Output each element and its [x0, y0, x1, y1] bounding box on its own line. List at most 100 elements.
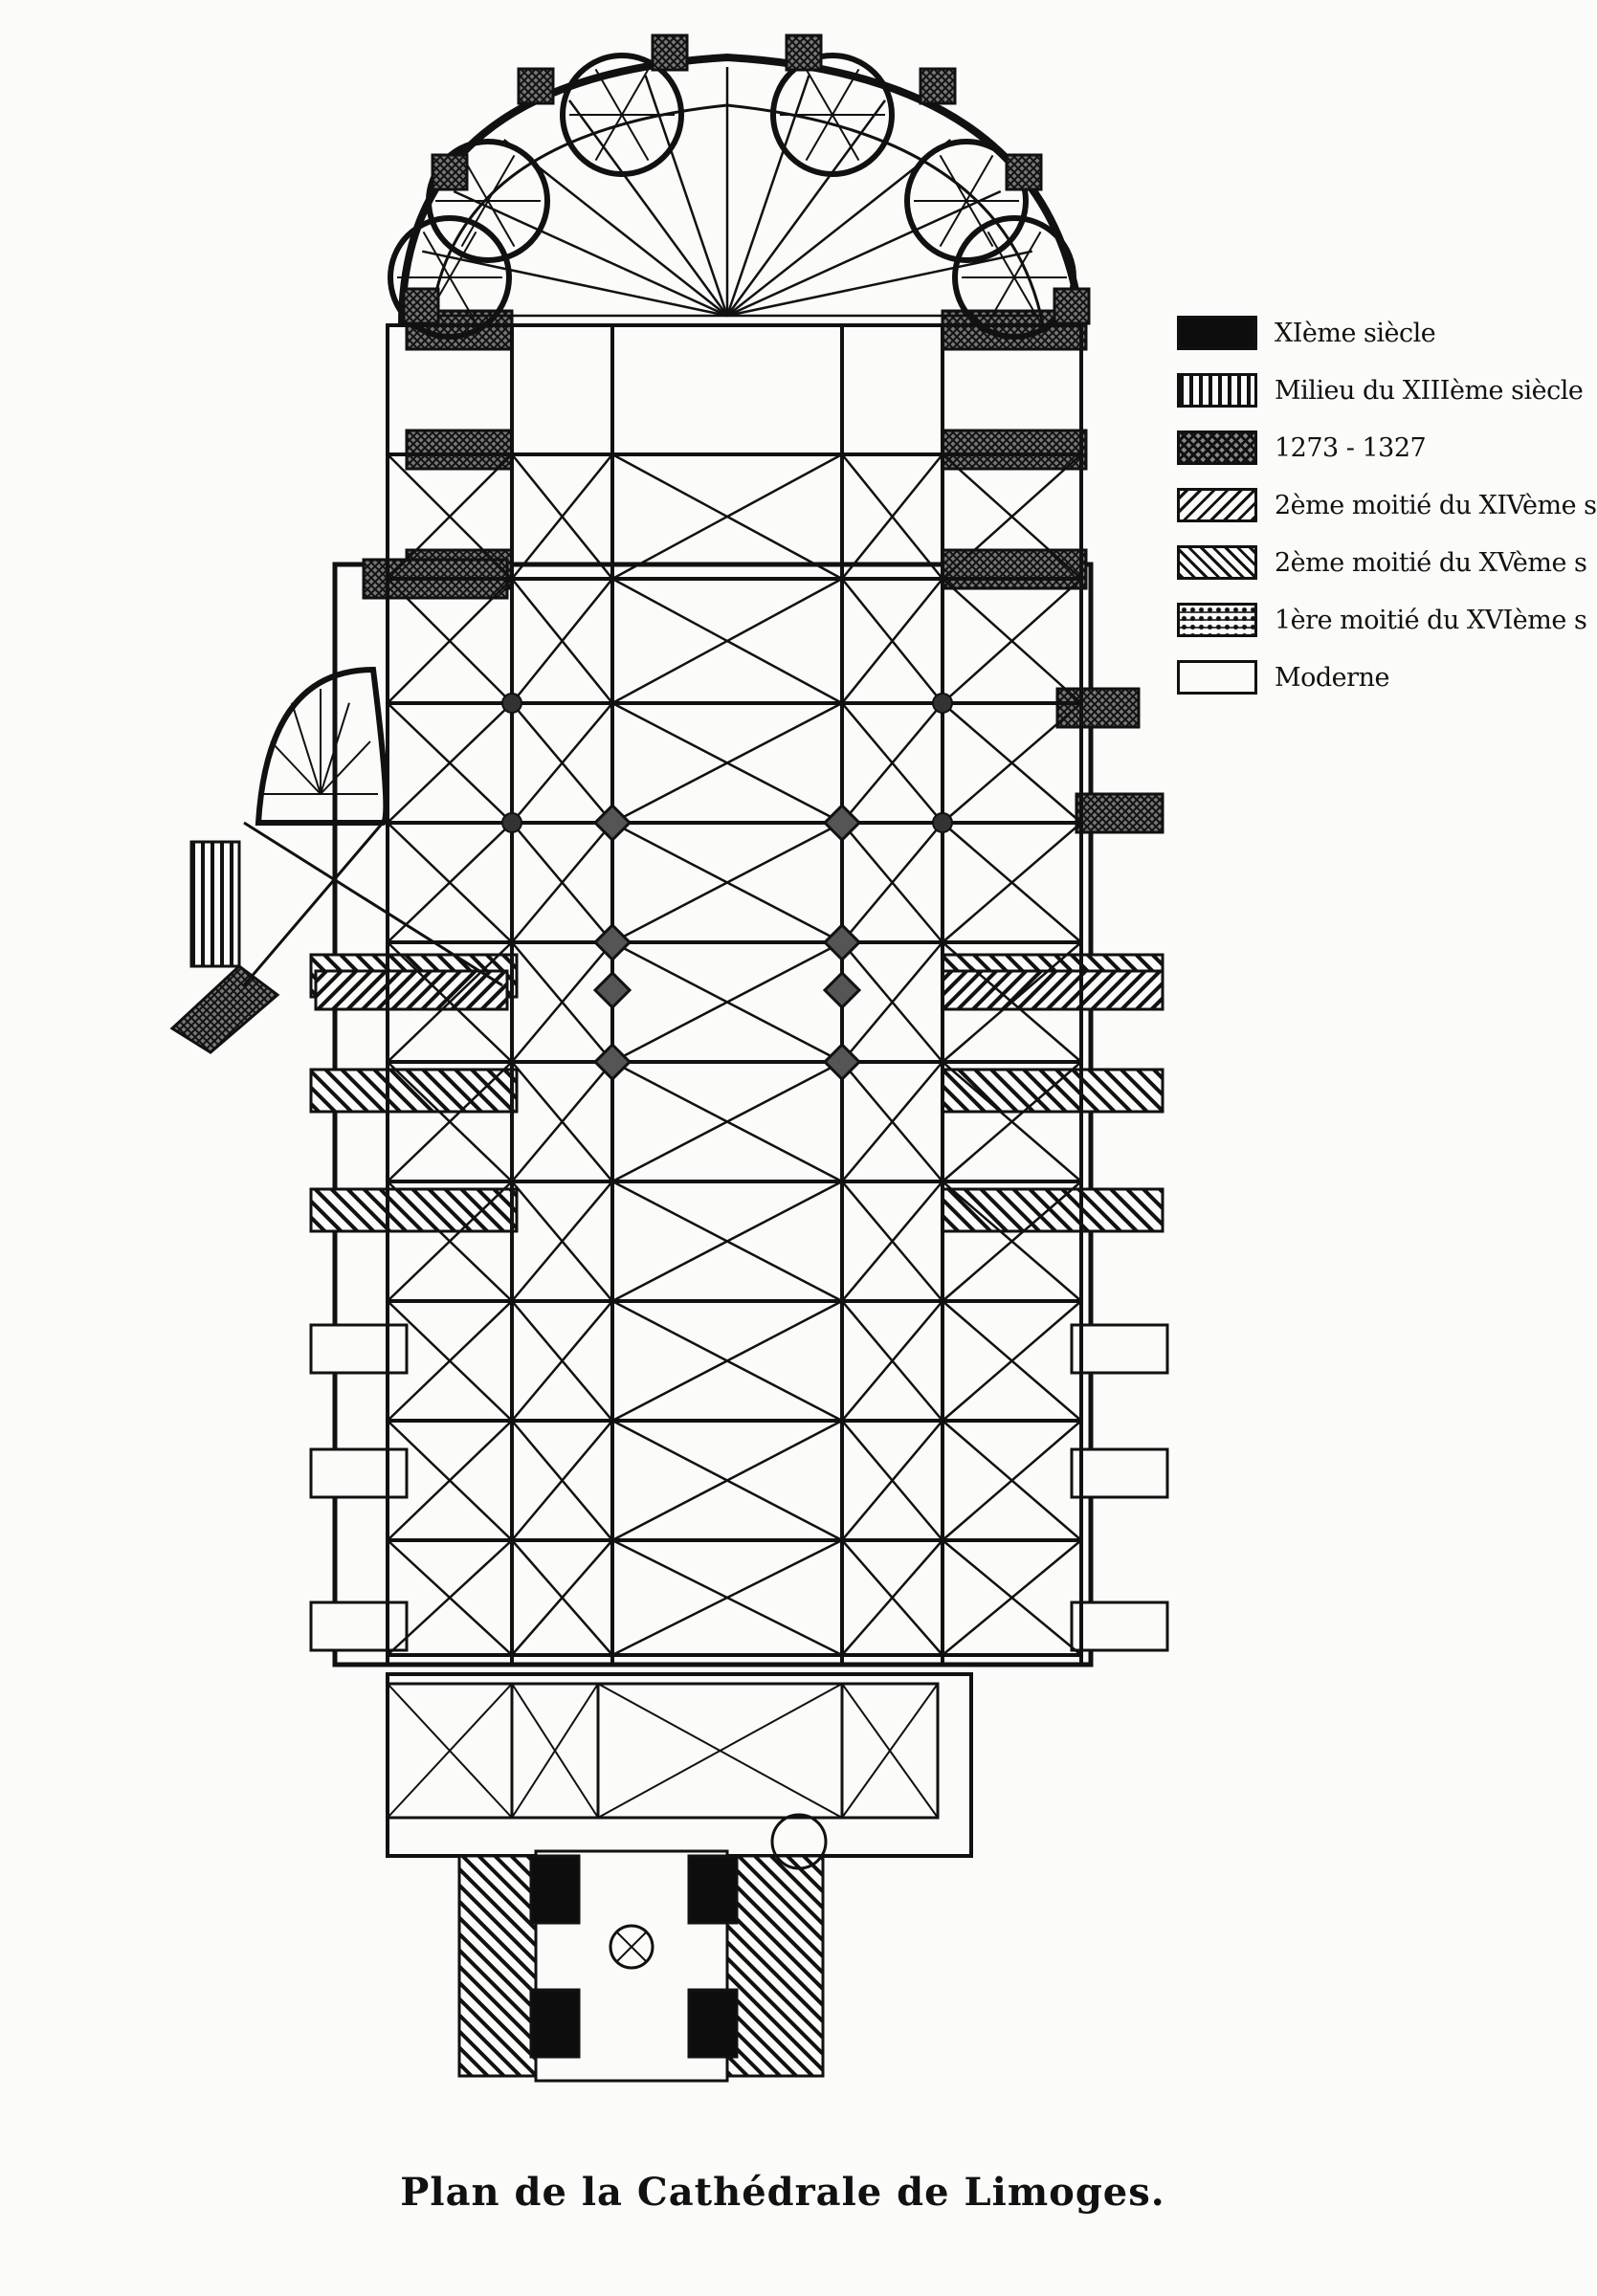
pier [592, 803, 632, 843]
modern-buttress-left [309, 1323, 409, 1375]
diagonal-rib [611, 453, 843, 581]
legend-label: Moderne [1275, 662, 1389, 693]
legend-item-early-16th: 1ère moitié du XVIème s [1177, 591, 1587, 649]
apse-buttress [1053, 287, 1091, 325]
diagonal-rib [387, 1539, 513, 1656]
diagonal-rib [841, 822, 943, 943]
diagonal-rib [511, 1420, 613, 1541]
choir-wall-segment [1055, 687, 1141, 729]
diagonal-rib [942, 1300, 1082, 1422]
chapel-rib [594, 68, 623, 116]
diagonal-rib [841, 453, 943, 580]
diagonal-rib [942, 1420, 1082, 1541]
legend-label: 1ère moitié du XVIème s [1275, 605, 1587, 635]
diagonal-rib [611, 1538, 843, 1657]
diagonal-rib [387, 1061, 513, 1182]
chapel-rib [449, 231, 477, 278]
legend-label: XIème siècle [1275, 318, 1436, 348]
legend-swatch-vertical-hatch [1177, 373, 1257, 408]
diagonal-rib [942, 1539, 1082, 1656]
cathedral-floor-plan [169, 33, 1169, 2083]
ambulatory-wall [429, 103, 1045, 326]
apse-buttress [919, 67, 957, 105]
chapel-rib [270, 740, 322, 795]
chapel-wall-left [314, 969, 509, 1011]
north-porch-wall [189, 840, 241, 968]
modern-buttress-right [1070, 1601, 1169, 1652]
apse-buttress [402, 287, 440, 325]
legend-item-11th-century: XIème siècle [1177, 304, 1550, 362]
modern-buttress-left [309, 1601, 409, 1652]
diagonal-rib [611, 940, 843, 1064]
chapel-rib [987, 231, 1015, 278]
apse-wall [398, 53, 1085, 326]
legend-item-mid-13th: Milieu du XIIIème siècle [1177, 362, 1584, 419]
legend-swatch-empty [1177, 660, 1257, 695]
pier [822, 803, 862, 843]
apse-rib [726, 250, 1033, 318]
diagonal-rib [611, 821, 843, 944]
pier [501, 812, 522, 833]
pier [592, 1042, 632, 1082]
chapel-rib [805, 114, 833, 162]
diagonal-rib [611, 1060, 843, 1183]
radiating-chapel [560, 53, 684, 177]
legend-item-late-15th: 2ème moitié du XVème s [1177, 534, 1587, 591]
diagonal-rib [841, 1300, 943, 1422]
diagonal-rib [841, 1539, 943, 1656]
diagonal-rib [511, 1539, 613, 1656]
radiating-chapel [952, 215, 1076, 340]
diagonal-rib [841, 1683, 939, 1819]
diagonal-rib [387, 702, 513, 824]
diagonal-rib [942, 702, 1082, 824]
diagonal-rib [942, 822, 1082, 943]
diagonal-rib [387, 453, 513, 580]
chapel-wall-right [941, 969, 1164, 1011]
diagonal-rib [942, 941, 1082, 1063]
apse-buttress [517, 67, 555, 105]
tower-center [616, 1932, 647, 1962]
apse-rib [567, 99, 729, 317]
legend-label: 2ème moitié du XIVème s [1275, 490, 1597, 520]
legend-item-late-14th: 2ème moitié du XIVème s [1177, 476, 1597, 534]
chapel-rib [832, 114, 860, 162]
pier [822, 1042, 862, 1082]
diagonal-rib [942, 453, 1082, 580]
diagonal-rib [511, 1181, 613, 1302]
transept-wall-right [941, 1068, 1164, 1114]
choir-buttress-left [405, 429, 514, 471]
apse-buttress [785, 33, 823, 72]
diagonal-rib [611, 1180, 843, 1303]
tower-center [609, 1924, 654, 1970]
diagonal-rib [841, 702, 943, 824]
diagonal-rib [243, 821, 503, 987]
diagonal-rib [841, 1420, 943, 1541]
chapel-rib [939, 154, 967, 202]
chapel-rib [965, 154, 994, 202]
plan-caption: Plan de la Cathédrale de Limoges. [400, 2170, 1165, 2215]
modern-buttress-right [1070, 1447, 1169, 1499]
legend-swatch-diagonal-hatch [1177, 488, 1257, 522]
radiating-chapel [388, 215, 512, 340]
chapel-rib [805, 68, 833, 116]
diagonal-rib [511, 702, 613, 824]
11th-century-pier [529, 1988, 581, 2059]
transept-wall-left [309, 1187, 519, 1233]
diagonal-rib [511, 1683, 599, 1819]
apse-buttress [1005, 153, 1043, 191]
diagonal-rib [611, 1299, 843, 1423]
pier [592, 970, 632, 1010]
chapel-rib [449, 276, 477, 324]
chapel-rib [832, 68, 860, 116]
diagonal-rib [942, 1181, 1082, 1302]
modern-buttress-left [309, 1447, 409, 1499]
11th-century-pier [687, 1988, 739, 2059]
legend-item-1273-1327: 1273 - 1327 [1177, 419, 1550, 476]
chapel-rib [965, 200, 994, 248]
legend-swatch-diagonal-hatch-reverse [1177, 545, 1257, 580]
modern-buttress-right [1070, 1323, 1169, 1375]
chapel-rib [939, 200, 967, 248]
legend-swatch-solid [1177, 316, 1257, 350]
pier [501, 693, 522, 714]
diagonal-rib [511, 1300, 613, 1422]
